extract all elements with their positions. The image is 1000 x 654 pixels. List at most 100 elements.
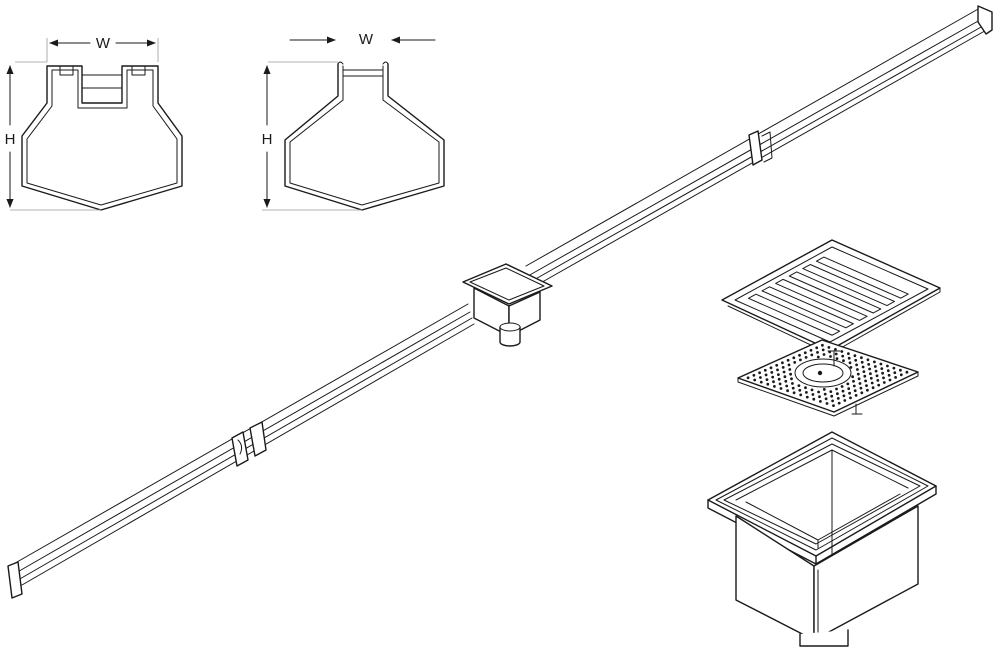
perforation-hole xyxy=(842,359,845,363)
perforation-hole xyxy=(842,394,846,398)
perforation-hole xyxy=(785,384,789,388)
perforation-hole xyxy=(836,397,840,400)
channel-profile-b: W H xyxy=(262,31,445,211)
perforation-hole xyxy=(773,385,776,388)
perforation-hole xyxy=(765,378,769,381)
perforation-hole xyxy=(812,397,816,401)
perforation-hole xyxy=(781,366,785,369)
perforation-hole xyxy=(827,346,831,349)
channel-joint-lower xyxy=(231,421,267,467)
perforation-hole xyxy=(858,382,862,385)
perforation-hole xyxy=(817,390,820,394)
perforation-hole xyxy=(852,384,856,388)
perforation-hole xyxy=(847,356,851,360)
perforation-hole xyxy=(871,386,875,390)
profile-a-width-dimension: W xyxy=(49,35,156,52)
perforation-hole xyxy=(778,382,782,386)
perforation-hole xyxy=(864,379,867,383)
perforation-hole xyxy=(766,382,770,386)
perforation-hole xyxy=(811,393,815,396)
perforation-hole xyxy=(783,375,787,379)
perforation-hole xyxy=(879,362,883,366)
perforation-hole xyxy=(882,376,885,380)
profile-b-height-dimension: H xyxy=(262,65,273,208)
grating-slot xyxy=(747,293,841,336)
profile-a-width-label: W xyxy=(96,35,111,52)
perforation-hole xyxy=(798,388,802,392)
perforation-hole xyxy=(873,360,876,364)
perforation-hole xyxy=(840,350,844,353)
perforation-hole xyxy=(790,377,793,381)
perforation-hole xyxy=(887,373,891,377)
perforation-hole xyxy=(857,377,861,381)
perforation-hole xyxy=(860,356,863,360)
perforation-hole xyxy=(830,394,834,398)
perforation-hole xyxy=(880,367,884,370)
perforation-hole xyxy=(888,378,892,382)
perforation-hole xyxy=(822,353,826,356)
perforation-hole xyxy=(791,382,794,385)
perforation-hole xyxy=(829,390,833,393)
perforation-hole xyxy=(854,394,858,397)
perforation-hole xyxy=(788,368,792,371)
perforation-hole xyxy=(805,395,809,399)
perforation-hole xyxy=(775,363,779,367)
grating-slot xyxy=(788,271,882,314)
perforation-hole xyxy=(894,376,897,379)
perforation-hole xyxy=(784,379,788,383)
perforation-hole xyxy=(831,399,834,403)
perforation-hole xyxy=(882,381,886,384)
perforation-hole xyxy=(856,368,859,371)
perforation-hole xyxy=(782,370,786,374)
perforation-hole xyxy=(746,376,750,380)
slotted-grating xyxy=(721,239,941,355)
perforation-hole xyxy=(841,354,845,358)
perforation-hole xyxy=(834,352,838,356)
perforation-hole xyxy=(892,366,896,370)
perforation-hole xyxy=(823,392,827,396)
channel-joint-upper xyxy=(748,130,773,166)
grating-slot xyxy=(761,286,854,329)
grating-slot xyxy=(775,278,868,321)
perforation-hole xyxy=(847,387,851,390)
perforation-hole xyxy=(753,378,757,382)
perforation-hole xyxy=(821,348,825,352)
perforation-hole xyxy=(848,391,851,395)
perforation-hole xyxy=(819,400,822,403)
perforation-hole xyxy=(835,387,838,391)
perforation-hole xyxy=(816,351,819,354)
perforation-hole xyxy=(870,381,874,385)
perforation-hole xyxy=(786,389,789,393)
perforation-hole xyxy=(899,373,903,377)
profile-b-height-label: H xyxy=(262,131,273,148)
perforation-hole xyxy=(791,386,795,390)
perforation-hole xyxy=(868,367,871,371)
perforation-hole xyxy=(836,392,839,396)
perforation-hole xyxy=(905,370,909,374)
perforation-hole xyxy=(818,395,821,399)
perforation-hole xyxy=(781,361,784,365)
perforated-plate xyxy=(737,339,919,417)
perforation-hole xyxy=(763,368,767,372)
profile-b-width-label: W xyxy=(359,31,374,48)
perforation-hole xyxy=(777,377,781,381)
perforation-hole xyxy=(792,391,796,395)
perforation-hole xyxy=(873,365,877,368)
perforation-hole xyxy=(848,361,852,365)
perforation-hole xyxy=(809,348,813,352)
channel-end-cap-left xyxy=(7,561,23,599)
perforation-hole xyxy=(793,361,797,364)
perforation-hole xyxy=(886,369,890,373)
perforation-hole xyxy=(860,360,864,364)
channel-profile-a: W H xyxy=(5,35,183,211)
perforation-hole xyxy=(867,363,871,366)
perforation-hole xyxy=(799,358,802,362)
perforation-hole xyxy=(815,346,819,350)
perforation-hole xyxy=(853,389,857,393)
central-sump-box xyxy=(462,263,553,347)
perforation-hole xyxy=(797,384,801,387)
perforation-hole xyxy=(792,356,796,360)
grating-slot xyxy=(815,256,909,299)
channel-run xyxy=(7,5,993,599)
